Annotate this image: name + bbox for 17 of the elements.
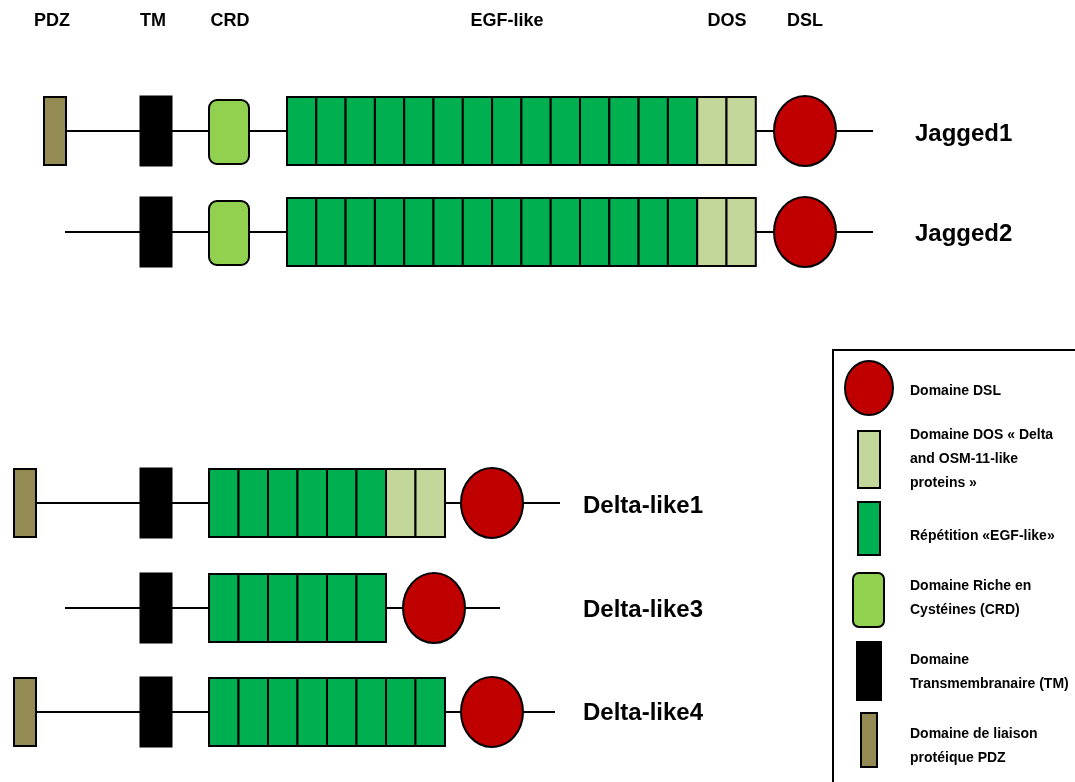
- column-header: PDZ: [34, 9, 70, 31]
- protein-name: Delta-like3: [583, 595, 704, 623]
- legend-text: Domaine de liaison protéique PDZ: [910, 724, 1039, 767]
- column-header: TM: [140, 9, 166, 31]
- protein-name: Delta-like1: [583, 491, 704, 519]
- column-header: DOS: [707, 9, 747, 31]
- column-header: CRD: [210, 9, 250, 31]
- column-header: EGF-like: [470, 9, 544, 31]
- legend-text: Domaine DSL: [910, 381, 1002, 400]
- legend-text: Domaine Transmembranaire (TM): [910, 650, 1070, 693]
- legend-text: Domaine DOS « Delta and OSM-11-like proteins »: [910, 425, 1055, 492]
- protein-name: Jagged1: [915, 119, 1013, 147]
- legend-text: Répétition «EGF-like»: [910, 526, 1056, 545]
- legend-text: Domaine Riche en Cystéines (CRD): [910, 576, 1033, 619]
- protein-name: Jagged2: [915, 219, 1013, 247]
- column-header: DSL: [787, 9, 823, 31]
- protein-name: Delta-like4: [583, 698, 704, 726]
